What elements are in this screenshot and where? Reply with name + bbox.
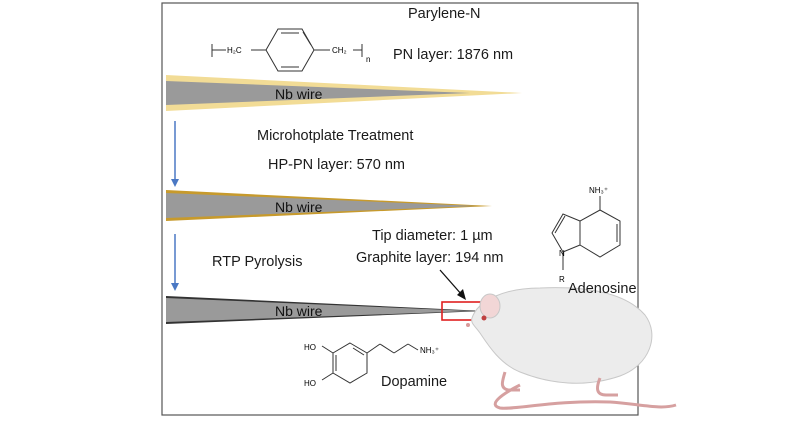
dopamine-structure	[321, 342, 419, 384]
nb-wire-core	[166, 193, 478, 218]
rat-front-leg	[500, 371, 520, 392]
dopamine-label: Dopamine	[381, 374, 448, 390]
rat-hind-leg	[596, 377, 618, 397]
graphite-wire	[166, 296, 485, 324]
nb-wire-core	[166, 81, 470, 105]
step2-title: RTP Pyrolysis	[212, 254, 303, 270]
hp-pn-layer-label: HP-PN layer: 570 nm	[268, 157, 405, 173]
hp-pn-coated-wire	[166, 190, 492, 221]
rat-tail	[493, 383, 677, 410]
adenosine-n-label: N	[559, 249, 565, 258]
rat-nose	[466, 323, 470, 327]
group-left-label: H₂C	[227, 46, 242, 55]
wire-label-1: Nb wire	[275, 86, 323, 102]
process-arrow-1	[171, 121, 179, 187]
polymer-name: Parylene-N	[408, 6, 481, 22]
parylene-structure	[211, 28, 363, 72]
group-right-label: CH₂	[332, 46, 347, 55]
nb-wire-core	[166, 298, 474, 322]
wire-label-2: Nb wire	[275, 199, 323, 215]
step1-title: Microhotplate Treatment	[257, 128, 414, 144]
tip-diameter-label: Tip diameter: 1 µm	[372, 228, 493, 244]
figure-frame	[161, 2, 639, 416]
rat-ear	[479, 293, 501, 319]
subscript-n: n	[366, 55, 370, 64]
adenosine-structure	[551, 196, 621, 270]
rat-illustration	[466, 287, 677, 410]
tip-callout	[439, 269, 466, 300]
dopamine-hydroxyl-bottom: HO	[304, 379, 316, 388]
pn-coated-wire	[166, 75, 522, 111]
graphite-layer-label: Graphite layer: 194 nm	[356, 250, 504, 266]
dopamine-amine: NH₃⁺	[420, 346, 439, 355]
adenosine-amine: NH₃⁺	[589, 186, 608, 195]
dopamine-hydroxyl-top: HO	[304, 343, 316, 352]
rat-eye	[481, 315, 487, 321]
adenosine-r-label: R	[559, 275, 565, 284]
adenosine-label: Adenosine	[568, 281, 637, 297]
pn-layer-label: PN layer: 1876 nm	[393, 47, 514, 63]
wire-label-3: Nb wire	[275, 303, 323, 319]
rat-body	[471, 287, 653, 384]
process-arrow-2	[171, 234, 179, 291]
